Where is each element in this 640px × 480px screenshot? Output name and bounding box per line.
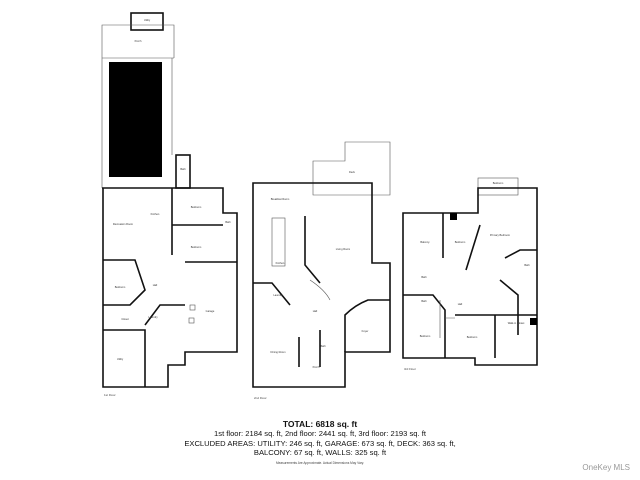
room-label: Bedroom bbox=[191, 245, 202, 249]
room-label: Primary Bedroom bbox=[490, 233, 510, 237]
balcony-outline bbox=[477, 177, 519, 196]
total-area: TOTAL: 6818 sq. ft bbox=[282, 419, 358, 429]
room-label: Utility bbox=[144, 18, 151, 22]
room-label: Bedroom bbox=[115, 285, 126, 289]
room-label: Bath bbox=[320, 344, 326, 348]
room-label: Bedroom bbox=[455, 240, 466, 244]
floor-2-plan: Deck Breakfast Room Living Room Kitchen … bbox=[252, 141, 391, 400]
room-label: Bedroom bbox=[493, 181, 504, 185]
floor-3-plan: Balcony Bedroom Bedroom Primary Bedroom … bbox=[402, 177, 538, 371]
floor-1-outline bbox=[102, 187, 238, 388]
room-label: Porch bbox=[313, 365, 320, 369]
room-label: Hall bbox=[313, 309, 318, 313]
watermark: OneKey MLS bbox=[582, 463, 630, 472]
room-label: Bath bbox=[180, 167, 186, 171]
room-label: Utility bbox=[117, 357, 124, 361]
excluded-areas-cont: BALCONY: 67 sq. ft, WALLS: 325 sq. ft bbox=[253, 448, 387, 458]
room-label: Breakfast Room bbox=[271, 197, 290, 201]
room-label: Bedroom bbox=[420, 334, 431, 338]
room-label: Bath bbox=[524, 263, 530, 267]
room-label: Foyer bbox=[362, 329, 369, 333]
room-label: Bedroom bbox=[191, 205, 202, 209]
room-label: Laundry bbox=[148, 315, 158, 319]
room-label: Living Room bbox=[336, 247, 350, 251]
room-label: Porch bbox=[135, 39, 142, 43]
measurement-note: Measurements Are Approximate. Actual Dim… bbox=[275, 460, 365, 465]
room-label: Deck bbox=[349, 170, 356, 174]
room-label: Hall bbox=[458, 302, 463, 306]
room-label: Kitchen bbox=[276, 261, 285, 265]
room-label: Kitchen bbox=[151, 212, 160, 216]
utility-room-outline bbox=[130, 12, 164, 31]
room-label: Hall bbox=[153, 283, 158, 287]
floor-label: 2nd Floor bbox=[254, 396, 267, 400]
floor-label: 1st Floor bbox=[104, 393, 116, 397]
floor-1-plan: Utility Porch Bath Recreation Room Kitch… bbox=[101, 12, 238, 397]
room-label: Recreation Room bbox=[113, 222, 133, 226]
excluded-areas: EXCLUDED AREAS: UTILITY: 246 sq. ft, GAR… bbox=[184, 438, 456, 448]
floor-2-outline bbox=[252, 182, 391, 388]
room-label: Laundry bbox=[273, 293, 283, 297]
porch-outline bbox=[101, 24, 175, 58]
room-label: Closet bbox=[121, 317, 129, 321]
pool bbox=[109, 62, 162, 177]
room-label: Dining Room bbox=[271, 350, 286, 354]
room-label: Bath bbox=[421, 299, 427, 303]
floor-3-outline bbox=[402, 187, 538, 366]
floor-areas: 1st floor: 2184 sq. ft, 2nd floor: 2441 … bbox=[214, 429, 426, 438]
room-label: Bedroom bbox=[467, 335, 478, 339]
deck-outline bbox=[312, 141, 391, 196]
room-label: Garage bbox=[206, 309, 215, 313]
area-summary: TOTAL: 6818 sq. ft 1st floor: 2184 sq. f… bbox=[0, 419, 640, 465]
room-label: Bath bbox=[225, 220, 231, 224]
floor-label: 3rd Floor bbox=[404, 367, 416, 371]
room-label: Balcony bbox=[420, 240, 430, 244]
room-label: Walk-in Closet bbox=[508, 321, 525, 325]
room-label: Bath bbox=[421, 275, 427, 279]
